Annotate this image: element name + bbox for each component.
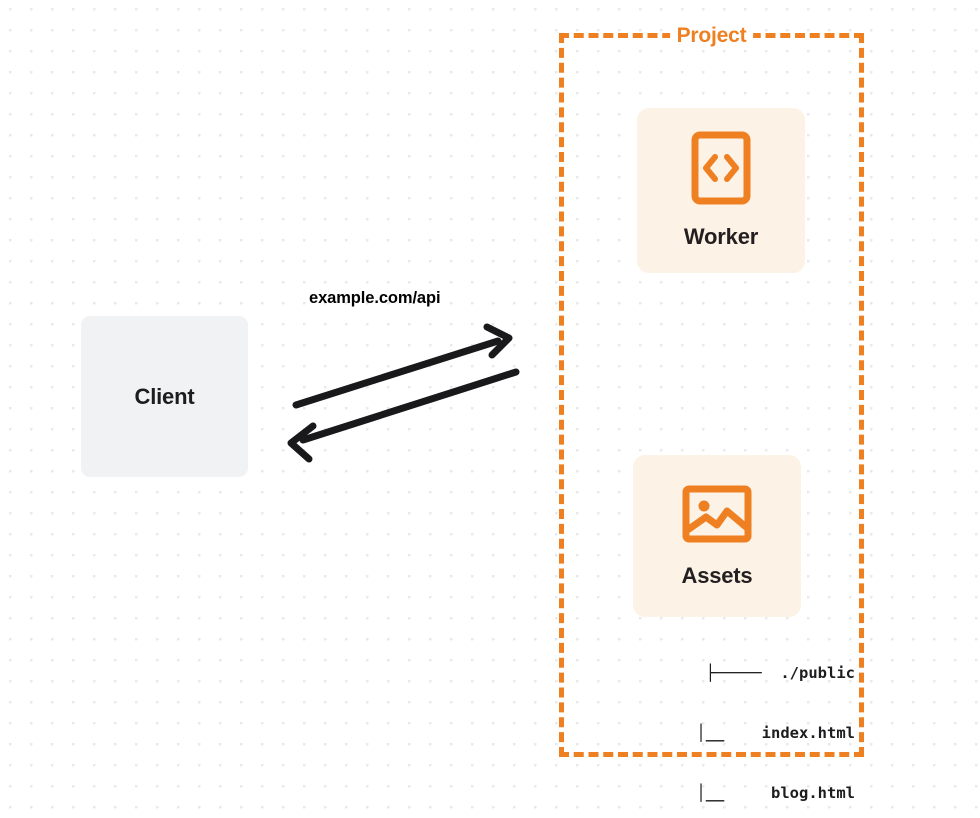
file-tree-row: │__ index.html bbox=[696, 724, 855, 742]
assets-node[interactable]: Assets bbox=[633, 455, 801, 617]
assets-node-label: Assets bbox=[681, 562, 753, 588]
client-node-label: Client bbox=[134, 383, 195, 409]
request-arrow bbox=[292, 323, 513, 409]
code-brackets-icon bbox=[691, 131, 751, 210]
assets-file-tree: ├───── ./public │__ index.html │__ blog.… bbox=[610, 623, 855, 818]
worker-node[interactable]: Worker bbox=[637, 108, 805, 273]
response-arrow bbox=[287, 368, 520, 463]
project-title: Project bbox=[669, 24, 754, 48]
file-tree-row: │__ blog.html bbox=[696, 784, 855, 802]
client-node[interactable]: Client bbox=[81, 316, 248, 477]
connection-label: example.com/api bbox=[309, 289, 441, 307]
project-container: Project Worker Assets bbox=[559, 24, 864, 802]
worker-node-label: Worker bbox=[683, 224, 759, 249]
file-tree-row: ├───── ./public bbox=[705, 664, 855, 682]
image-icon bbox=[682, 484, 752, 549]
